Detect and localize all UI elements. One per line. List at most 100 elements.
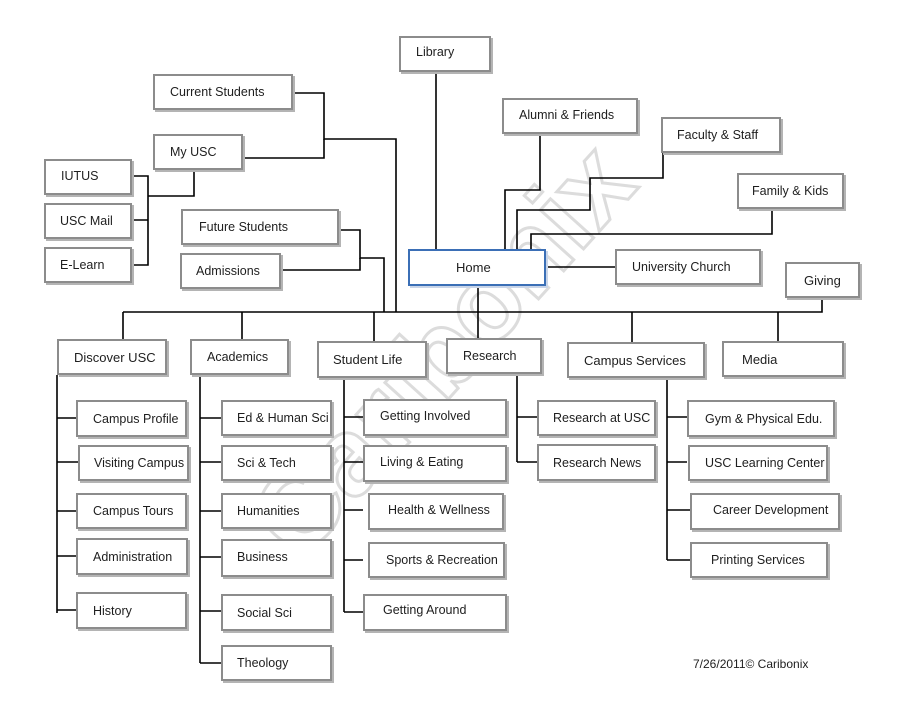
node-career-development[interactable]: Career Development	[690, 493, 840, 530]
node-humanities[interactable]: Humanities	[221, 493, 332, 529]
footer-date-copyright: 7/26/2011© Caribonix	[693, 657, 809, 671]
node-humanities-label: Humanities	[237, 504, 300, 518]
node-campus-tours[interactable]: Campus Tours	[76, 493, 187, 529]
wire-academics-children	[199, 375, 221, 664]
node-printing-services-label: Printing Services	[711, 553, 805, 567]
node-theology-label: Theology	[237, 656, 289, 670]
wire-faculty	[516, 152, 664, 250]
node-health-wellness[interactable]: Health & Wellness	[368, 493, 504, 530]
node-theology[interactable]: Theology	[221, 645, 332, 681]
node-family-kids[interactable]: Family & Kids	[737, 173, 844, 209]
wire-research-children	[516, 373, 537, 463]
node-administration-label: Administration	[93, 549, 173, 564]
wire-student-tools	[131, 168, 195, 266]
node-business-label: Business	[237, 550, 288, 564]
node-social-sci-label: Social Sci	[237, 605, 292, 620]
node-getting-involved-label: Getting Involved	[380, 409, 471, 423]
node-usc-mail-label: USC Mail	[60, 214, 113, 228]
node-admissions-label: Admissions	[196, 264, 260, 278]
node-student-life-label: Student Life	[333, 352, 403, 367]
node-social-sci[interactable]: Social Sci	[221, 594, 332, 631]
wire-my-usc	[242, 139, 325, 159]
wire-main-bus	[123, 298, 823, 313]
wire-services-children	[666, 377, 690, 561]
node-usc-learning-center-label: USC Learning Center	[705, 456, 825, 470]
node-academics[interactable]: Academics	[190, 339, 289, 375]
node-administration[interactable]: Administration	[76, 538, 188, 575]
node-campus-services-label: Campus Services	[584, 352, 686, 368]
node-printing-services[interactable]: Printing Services	[690, 542, 828, 578]
wire-family	[530, 208, 773, 250]
node-family-kids-label: Family & Kids	[752, 184, 829, 198]
node-campus-profile[interactable]: Campus Profile	[76, 400, 187, 437]
node-my-usc-label: My USC	[170, 145, 217, 159]
node-university-church-label: University Church	[632, 260, 731, 274]
node-library-label: Library	[416, 45, 455, 59]
node-media[interactable]: Media	[722, 341, 844, 377]
node-campus-tours-label: Campus Tours	[93, 504, 174, 518]
node-health-wellness-label: Health & Wellness	[388, 503, 490, 517]
node-faculty-staff[interactable]: Faculty & Staff	[661, 117, 781, 153]
node-research-news[interactable]: Research News	[537, 444, 656, 481]
node-my-usc[interactable]: My USC	[153, 134, 243, 170]
node-research-label: Research	[463, 349, 517, 363]
node-history[interactable]: History	[76, 592, 187, 629]
node-research-at-usc-label: Research at USC	[553, 411, 651, 425]
node-sci-tech-label: Sci & Tech	[237, 456, 296, 470]
wire-discover-children	[56, 375, 78, 613]
node-campus-profile-label: Campus Profile	[93, 411, 179, 426]
node-research[interactable]: Research	[446, 338, 542, 374]
node-research-at-usc[interactable]: Research at USC	[537, 400, 656, 436]
node-ed-human-sci-label: Ed & Human Sci	[237, 411, 329, 425]
node-getting-around[interactable]: Getting Around	[363, 594, 507, 631]
node-usc-learning-center[interactable]: USC Learning Center	[688, 445, 828, 481]
node-e-learn[interactable]: E-Learn	[44, 247, 132, 283]
node-current-students-label: Current Students	[170, 85, 265, 99]
node-iutus-label: IUTUS	[61, 169, 99, 183]
node-home[interactable]: Home	[408, 249, 546, 286]
node-future-students[interactable]: Future Students	[181, 209, 339, 245]
node-getting-around-label: Getting Around	[383, 603, 467, 617]
node-getting-involved[interactable]: Getting Involved	[363, 399, 507, 436]
wire-current-students	[292, 92, 397, 312]
node-living-eating[interactable]: Living & Eating	[363, 445, 507, 482]
node-visiting-campus[interactable]: Visiting Campus	[78, 445, 189, 481]
node-discover-usc-label: Discover USC	[74, 349, 156, 365]
node-library[interactable]: Library	[399, 36, 491, 72]
node-giving[interactable]: Giving	[785, 262, 860, 298]
node-gym-physical-edu[interactable]: Gym & Physical Edu.	[687, 400, 835, 437]
node-alumni-friends[interactable]: Alumni & Friends	[502, 98, 638, 134]
node-future-students-label: Future Students	[199, 220, 288, 234]
node-career-development-label: Career Development	[713, 503, 829, 517]
node-sci-tech[interactable]: Sci & Tech	[221, 445, 332, 481]
node-academics-label: Academics	[207, 350, 269, 364]
node-home-label: Home	[456, 260, 491, 275]
node-ed-human-sci[interactable]: Ed & Human Sci	[221, 400, 332, 436]
node-media-label: Media	[742, 351, 778, 367]
wire-future-students	[338, 229, 385, 312]
node-living-eating-label: Living & Eating	[380, 455, 464, 469]
node-admissions[interactable]: Admissions	[180, 253, 281, 289]
node-university-church[interactable]: University Church	[615, 249, 761, 285]
node-discover-usc[interactable]: Discover USC	[57, 339, 167, 375]
node-faculty-staff-label: Faculty & Staff	[677, 128, 759, 142]
node-gym-physical-edu-label: Gym & Physical Edu.	[705, 411, 823, 426]
wire-alumni	[504, 133, 541, 250]
node-research-news-label: Research News	[553, 455, 642, 470]
node-history-label: History	[93, 603, 132, 618]
wire-section-drops	[122, 312, 779, 343]
node-iutus[interactable]: IUTUS	[44, 159, 132, 195]
node-student-life[interactable]: Student Life	[317, 341, 427, 378]
node-business[interactable]: Business	[221, 539, 332, 577]
node-usc-mail[interactable]: USC Mail	[44, 203, 132, 239]
node-current-students[interactable]: Current Students	[153, 74, 293, 110]
node-sports-recreation-label: Sports & Recreation	[386, 553, 498, 567]
wire-student-life-children	[343, 377, 363, 613]
node-alumni-friends-label: Alumni & Friends	[519, 108, 615, 122]
node-e-learn-label: E-Learn	[60, 258, 105, 272]
node-campus-services[interactable]: Campus Services	[567, 342, 705, 378]
node-visiting-campus-label: Visiting Campus	[94, 456, 185, 470]
node-sports-recreation[interactable]: Sports & Recreation	[368, 542, 505, 578]
